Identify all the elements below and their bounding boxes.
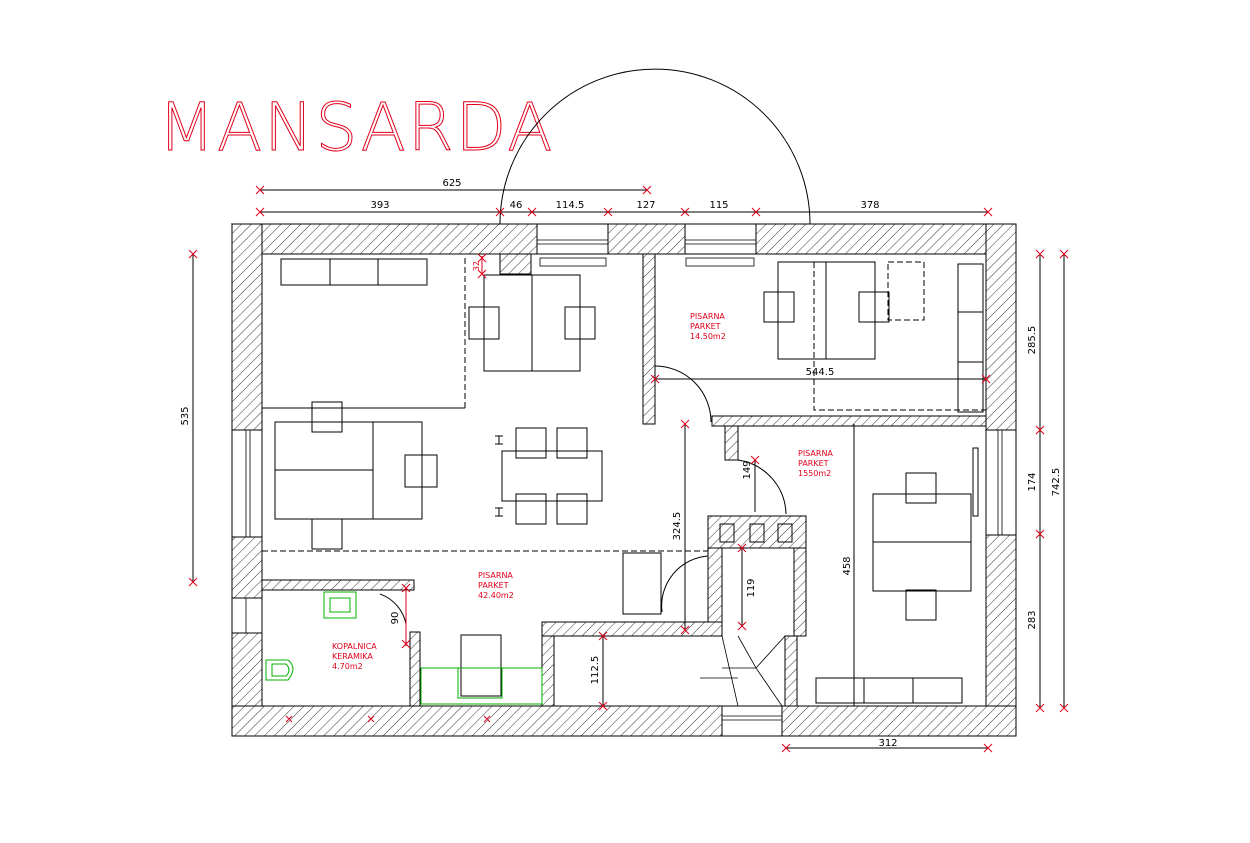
dim-top-4: 127 xyxy=(636,200,655,211)
dim-right-middle: 174 xyxy=(1027,472,1038,491)
dimension-labels: 625 393 46 114.5 127 115 378 535 285.5 1… xyxy=(180,178,1062,749)
room-3-floor: PARKET xyxy=(478,581,509,590)
room-2-name: PISARNA xyxy=(798,449,833,458)
dim-top-1: 393 xyxy=(370,200,389,211)
furniture xyxy=(274,258,984,707)
room-label-1: PISARNA PARKET 14.50m2 xyxy=(690,312,726,341)
dim-inner-458: 458 xyxy=(842,556,853,575)
dim-top-2: 46 xyxy=(510,200,523,211)
room-label-2: PISARNA PARKET 1550m2 xyxy=(798,449,833,478)
dim-top-5: 115 xyxy=(709,200,728,211)
room-4-area: 4.70m2 xyxy=(332,662,363,671)
dim-inner-544: 544.5 xyxy=(806,367,835,378)
dashed-outlines xyxy=(262,258,986,552)
dim-right-upper: 285.5 xyxy=(1027,326,1038,355)
dim-small-32: 32 xyxy=(472,261,481,271)
exterior-walls xyxy=(230,223,1017,737)
door-swings xyxy=(379,68,811,632)
dim-door-149: 149 xyxy=(742,460,753,479)
room-1-floor: PARKET xyxy=(690,322,721,331)
room-4-floor: KERAMIKA xyxy=(332,652,373,661)
dimension-lines xyxy=(188,185,1069,753)
dim-inner-112: 112.5 xyxy=(590,656,601,685)
dim-inner-324: 324.5 xyxy=(672,512,683,541)
room-2-floor: PARKET xyxy=(798,459,829,468)
dim-top-overall: 625 xyxy=(442,178,461,189)
dim-right-lower: 283 xyxy=(1027,610,1038,629)
dim-left: 535 xyxy=(180,406,191,425)
windows xyxy=(231,223,1017,737)
dim-inner-119: 119 xyxy=(746,578,757,597)
dim-bottom: 312 xyxy=(878,738,897,749)
dim-top-6: 378 xyxy=(860,200,879,211)
room-label-4: KOPALNICA KERAMIKA 4.70m2 xyxy=(332,642,377,671)
room-3-area: 42.40m2 xyxy=(478,591,514,600)
room-3-name: PISARNA xyxy=(478,571,513,580)
bathroom-fixtures xyxy=(265,591,357,681)
room-4-name: KOPALNICA xyxy=(332,642,377,651)
plan-title: MANSARDA xyxy=(158,89,554,166)
interior-walls xyxy=(261,253,987,707)
room-1-name: PISARNA xyxy=(690,312,725,321)
room-1-area: 14.50m2 xyxy=(690,332,726,341)
room-2-area: 1550m2 xyxy=(798,469,831,478)
room-label-3: PISARNA PARKET 42.40m2 xyxy=(478,571,514,600)
dim-top-3: 114.5 xyxy=(556,200,585,211)
dim-right-total: 742.5 xyxy=(1051,468,1062,497)
dim-door-90: 90 xyxy=(390,612,401,625)
